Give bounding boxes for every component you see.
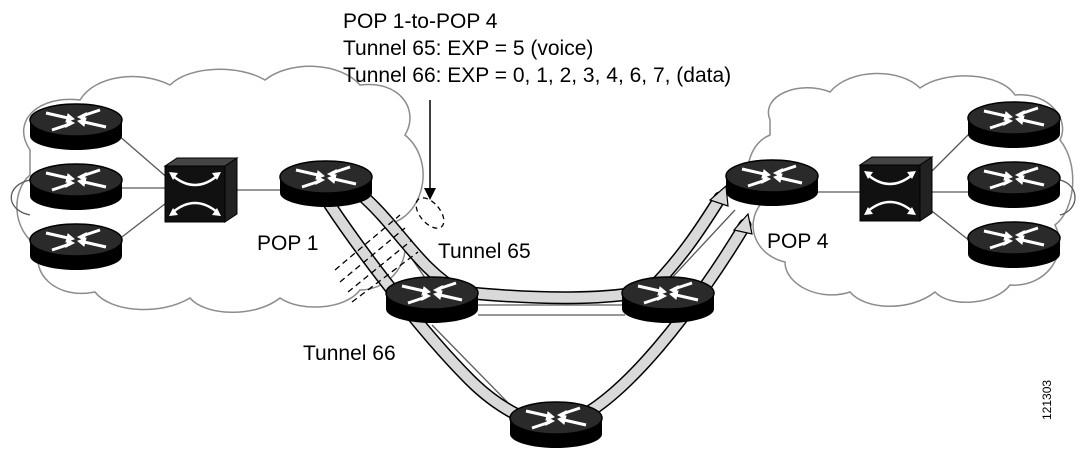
header-line-2: Tunnel 65: EXP = 5 (voice): [343, 37, 594, 60]
left-switch: [163, 156, 239, 224]
right-router-mid: [966, 160, 1062, 210]
tunnel-66-label: Tunnel 66: [303, 342, 396, 365]
left-router-bot: [28, 222, 124, 272]
header-line-1: POP 1-to-POP 4: [343, 10, 498, 33]
tunnel-65-arrowhead: [708, 184, 729, 207]
tunnel-65-marker: [415, 197, 445, 229]
tunnel-66-marker: [334, 214, 419, 303]
right-cloud: [746, 72, 1074, 307]
pop4-label: POP 4: [767, 230, 829, 253]
middle-router-right: [620, 275, 716, 325]
middle-router-left: [384, 275, 480, 325]
tunnel-65-label: Tunnel 65: [438, 240, 531, 263]
right-router-bot: [966, 220, 1062, 270]
right-router-top: [966, 100, 1062, 150]
figure-number: 121303: [1040, 379, 1054, 420]
bottom-router: [508, 400, 604, 450]
header-line-3: Tunnel 66: EXP = 0, 1, 2, 3, 4, 6, 7, (d…: [343, 64, 732, 87]
right-switch: [858, 155, 934, 223]
annotation-arrow: [424, 100, 436, 200]
pop4-router: [724, 158, 820, 208]
pop1-label: POP 1: [257, 232, 319, 255]
left-router-top: [28, 102, 124, 152]
left-router-mid: [28, 162, 124, 212]
pop1-router: [278, 159, 374, 209]
tunnel-66-arrowhead: [732, 212, 753, 235]
